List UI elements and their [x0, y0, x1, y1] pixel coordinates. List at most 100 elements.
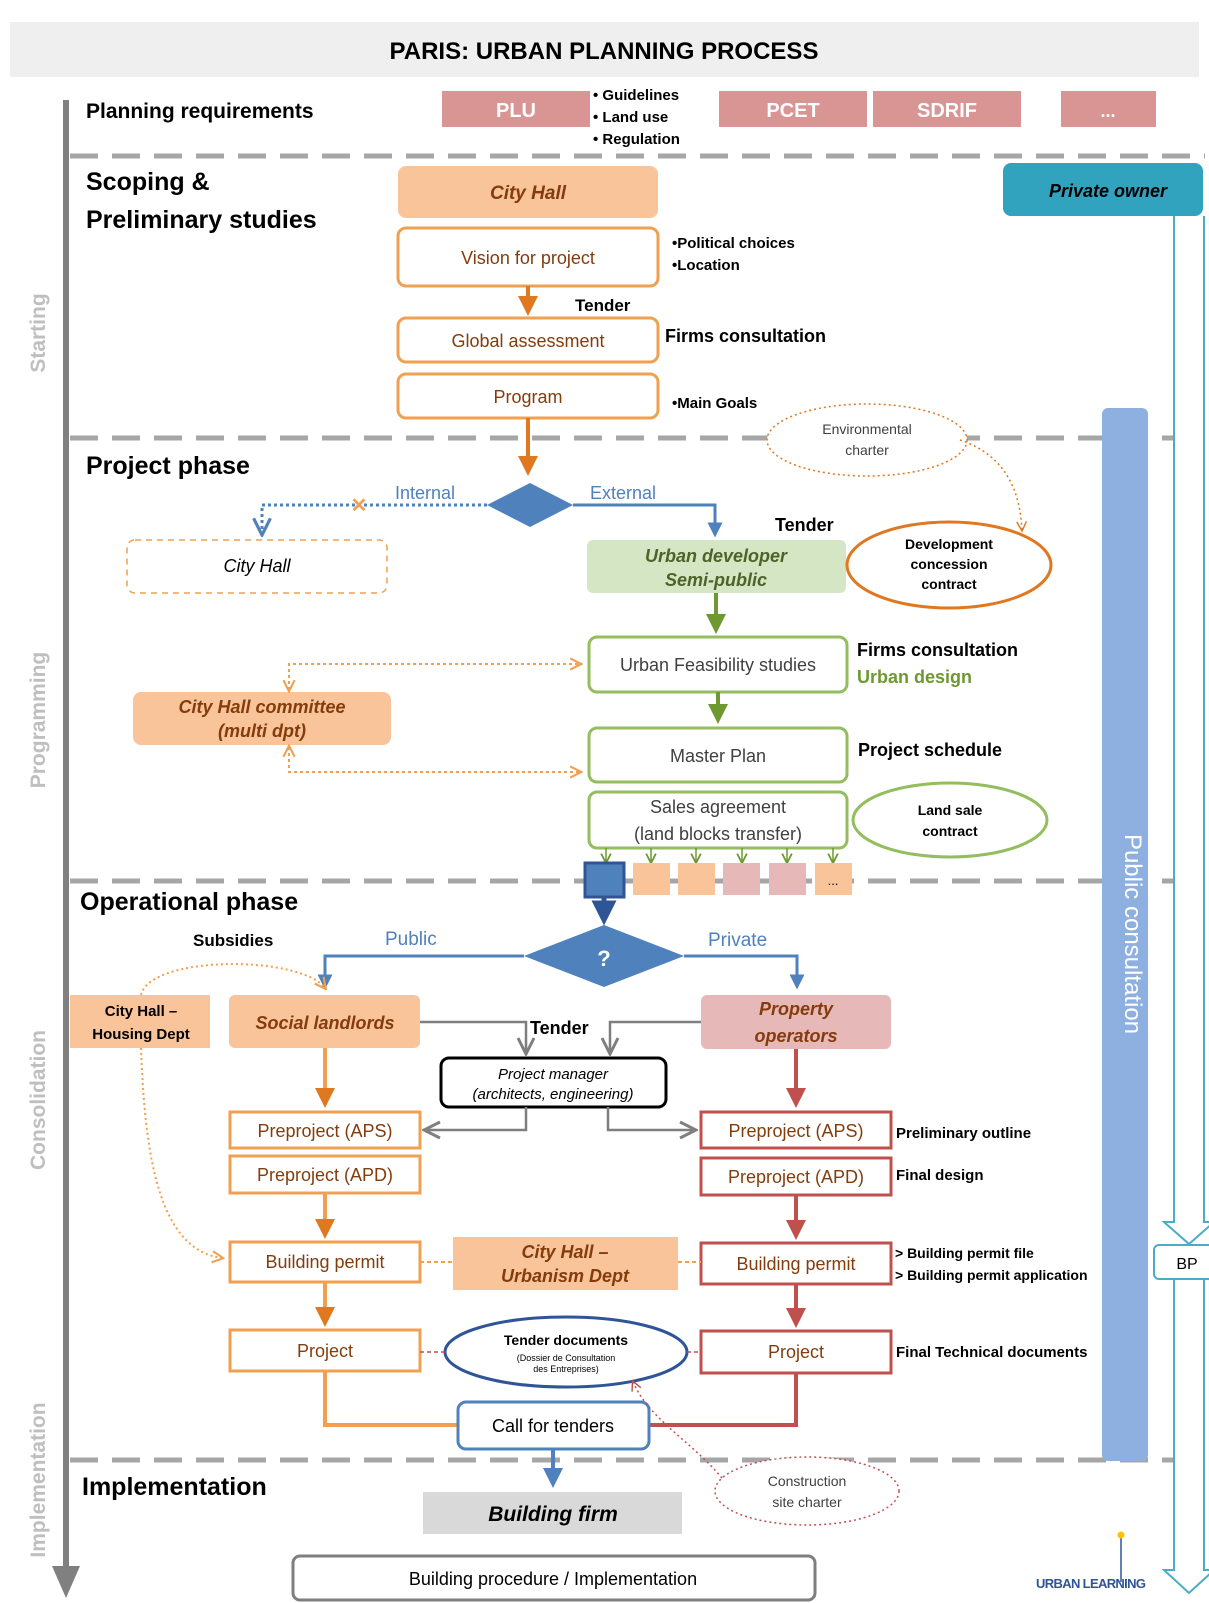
private-permit-label: Building permit — [736, 1254, 855, 1274]
urban-developer-line2: Semi-public — [665, 570, 767, 590]
tender-documents-sub-2: des Entreprises) — [533, 1364, 599, 1374]
vision-note-2: •Location — [672, 257, 740, 274]
land-sale-line1: Land sale — [918, 802, 983, 818]
req-bullet-3: • Regulation — [593, 131, 680, 148]
land-sale-line2: contract — [922, 823, 978, 839]
stage-label-consolidation: Consolidation — [27, 1030, 50, 1170]
sales-agreement-line1: Sales agreement — [650, 797, 786, 817]
public-consultation-label: Public consultation — [1119, 834, 1146, 1034]
land-block-4 — [723, 863, 760, 895]
section-scoping-line2: Preliminary studies — [86, 206, 317, 234]
urbanism-dept-box — [453, 1237, 678, 1290]
master-plan-box — [587, 726, 849, 784]
manager-to-public-aps-link — [426, 1107, 528, 1130]
global-assessment-box — [396, 316, 660, 364]
scoping-firms-consultation: Firms consultation — [665, 326, 826, 346]
req-bullet-1: • Guidelines — [593, 87, 679, 104]
building-procedure-label: Building procedure / Implementation — [409, 1569, 697, 1589]
main-goals-note: •Main Goals — [672, 395, 757, 412]
env-charter-to-contract-arrow — [959, 439, 1022, 530]
city-hall-label: City Hall — [490, 183, 567, 204]
urban-developer-box — [587, 540, 846, 593]
internal-path — [262, 503, 487, 533]
req-pcet — [719, 91, 867, 127]
committee-masterplan-link — [289, 747, 580, 772]
land-block-more-label: ... — [828, 873, 839, 888]
call-for-tenders-label: Call for tenders — [492, 1416, 614, 1436]
final-technical-note: Final Technical documents — [896, 1344, 1087, 1361]
logo-text: URBAN LEARNING — [1036, 1576, 1146, 1591]
public-consultation-bar — [1102, 408, 1148, 1461]
land-block-arrows — [606, 848, 833, 862]
housing-dept-line1: City Hall – — [105, 1003, 178, 1020]
construction-charter-line1: Construction — [768, 1473, 847, 1489]
sales-agreement-box — [587, 790, 849, 850]
public-project-label: Project — [297, 1341, 353, 1361]
city-hall-box — [398, 166, 658, 218]
building-firm-box — [423, 1492, 682, 1534]
req-bullet-2: • Land use — [593, 109, 668, 126]
preliminary-outline-note: Preliminary outline — [896, 1125, 1031, 1142]
req-plu — [442, 91, 590, 127]
bp-note-1: > Building permit file — [895, 1245, 1034, 1261]
operational-tender-label: Tender — [530, 1018, 589, 1038]
land-block-2 — [633, 863, 670, 895]
urban-design-label: Urban design — [857, 667, 972, 687]
private-aps-label: Preproject (APS) — [728, 1121, 863, 1141]
section-operational-phase: Operational phase — [80, 888, 298, 916]
public-path — [317, 954, 524, 990]
committee-line2: (multi dpt) — [218, 721, 306, 741]
section-scoping-line1: Scoping & — [86, 168, 210, 196]
bp-note-2: > Building permit application — [895, 1267, 1088, 1283]
internal-city-hall-box — [126, 539, 388, 594]
private-permit-box — [699, 1241, 893, 1286]
subsidies-label: Subsidies — [193, 931, 273, 950]
stage-label-implementation: Implementation — [27, 1402, 50, 1557]
vision-note-1: •Political choices — [672, 235, 795, 252]
housing-to-landlords-link — [140, 963, 325, 996]
decision-diamond-internal-external — [487, 483, 573, 527]
property-operators-line1: Property — [759, 999, 834, 1019]
manager-to-private-aps-link — [606, 1107, 694, 1130]
req-more — [1061, 91, 1156, 127]
committee-line1: City Hall committee — [178, 697, 345, 717]
timeline-arrowhead — [52, 1566, 80, 1598]
private-owner-arrow — [1161, 216, 1209, 1246]
project-manager-line1: Project manager — [498, 1066, 609, 1083]
operators-to-manager-link — [610, 1020, 701, 1052]
decision-question: ? — [597, 946, 610, 971]
property-operators-line2: operators — [754, 1026, 837, 1046]
decision-diamond-public-private — [524, 925, 684, 987]
private-apd-label: Preproject (APD) — [728, 1167, 864, 1187]
section-project-phase: Project phase — [86, 452, 250, 480]
land-block-more — [815, 863, 852, 895]
construction-charter-line2: site charter — [772, 1494, 842, 1510]
section-implementation: Implementation — [82, 1473, 267, 1501]
land-block-5 — [769, 863, 806, 895]
tender-documents-ellipse — [443, 1315, 689, 1389]
land-sale-ellipse — [851, 781, 1049, 859]
public-aps-box — [228, 1110, 422, 1150]
bp-label: BP — [1176, 1256, 1197, 1273]
construction-charter-to-tender-docs-link — [633, 1382, 723, 1479]
committee-feasibility-link — [289, 664, 580, 690]
landlords-to-manager-link — [420, 1020, 526, 1052]
feasibility-label: Urban Feasibility studies — [620, 655, 816, 675]
section-planning-requirements: Planning requirements — [86, 100, 314, 123]
stage-label-programming: Programming — [27, 652, 50, 789]
land-block-3 — [678, 863, 715, 895]
public-project-box — [228, 1328, 422, 1373]
development-contract-line1: Development — [905, 536, 993, 552]
tender-documents-label: Tender documents — [504, 1332, 628, 1348]
page-title: PARIS: URBAN PLANNING PROCESS — [390, 38, 819, 65]
land-block-selected — [583, 861, 626, 899]
bp-down-arrow — [1161, 1279, 1209, 1595]
external-label: External — [590, 483, 656, 503]
private-path — [684, 954, 805, 990]
environmental-charter-ellipse — [766, 403, 968, 477]
building-procedure-box — [291, 1554, 817, 1602]
environmental-charter-line2: charter — [845, 442, 889, 458]
req-sdrif — [873, 91, 1021, 127]
req-pcet-label: PCET — [766, 100, 819, 122]
environmental-charter-line1: Environmental — [822, 421, 912, 437]
